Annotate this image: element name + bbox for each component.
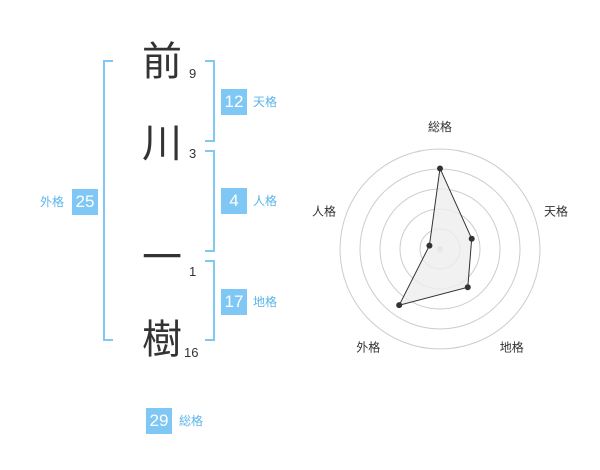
name-char-1: 前 bbox=[142, 39, 182, 85]
radar-polygon bbox=[398, 166, 473, 306]
chikaku-bracket bbox=[205, 260, 215, 341]
radar-ring bbox=[339, 148, 541, 350]
radar-axis-label-5: 人格 bbox=[312, 203, 336, 218]
tenkaku-bracket bbox=[205, 60, 215, 142]
gaikaku-bracket bbox=[103, 60, 113, 341]
radar-point-4 bbox=[396, 302, 403, 309]
radar-point-2 bbox=[468, 235, 475, 242]
jinkaku-value: 4 bbox=[221, 188, 247, 214]
radar-point-3 bbox=[464, 284, 471, 291]
radar-point-5 bbox=[426, 242, 433, 249]
radar-axis-label-4: 外格 bbox=[356, 340, 380, 355]
gaikaku-label: 外格 bbox=[40, 195, 65, 209]
name-char-2: 川 bbox=[142, 121, 182, 167]
radar-point-1 bbox=[437, 165, 443, 172]
stroke-count-1: 9 bbox=[189, 66, 197, 81]
radar-axis-label-3: 地格 bbox=[500, 340, 524, 355]
name-char-4: 樹 bbox=[142, 317, 182, 363]
name-char-3: 一 bbox=[142, 235, 182, 281]
tenkaku-value: 12 bbox=[221, 89, 247, 115]
chikaku-label: 地格 bbox=[253, 295, 278, 309]
jinkaku-label: 人格 bbox=[253, 194, 278, 208]
soukaku-value: 29 bbox=[146, 408, 172, 434]
chikaku-value: 17 bbox=[221, 289, 247, 315]
soukaku-label: 総格 bbox=[179, 414, 204, 428]
tenkaku-label: 天格 bbox=[253, 95, 278, 109]
stroke-count-2: 3 bbox=[189, 146, 197, 161]
jinkaku-bracket bbox=[205, 150, 215, 252]
stroke-count-4: 16 bbox=[184, 345, 199, 360]
stroke-count-3: 1 bbox=[189, 264, 197, 279]
radar-axis-label-2: 天格 bbox=[544, 203, 568, 218]
gaikaku-value: 25 bbox=[72, 189, 98, 215]
radar-axis-label-1: 総格 bbox=[428, 119, 452, 134]
